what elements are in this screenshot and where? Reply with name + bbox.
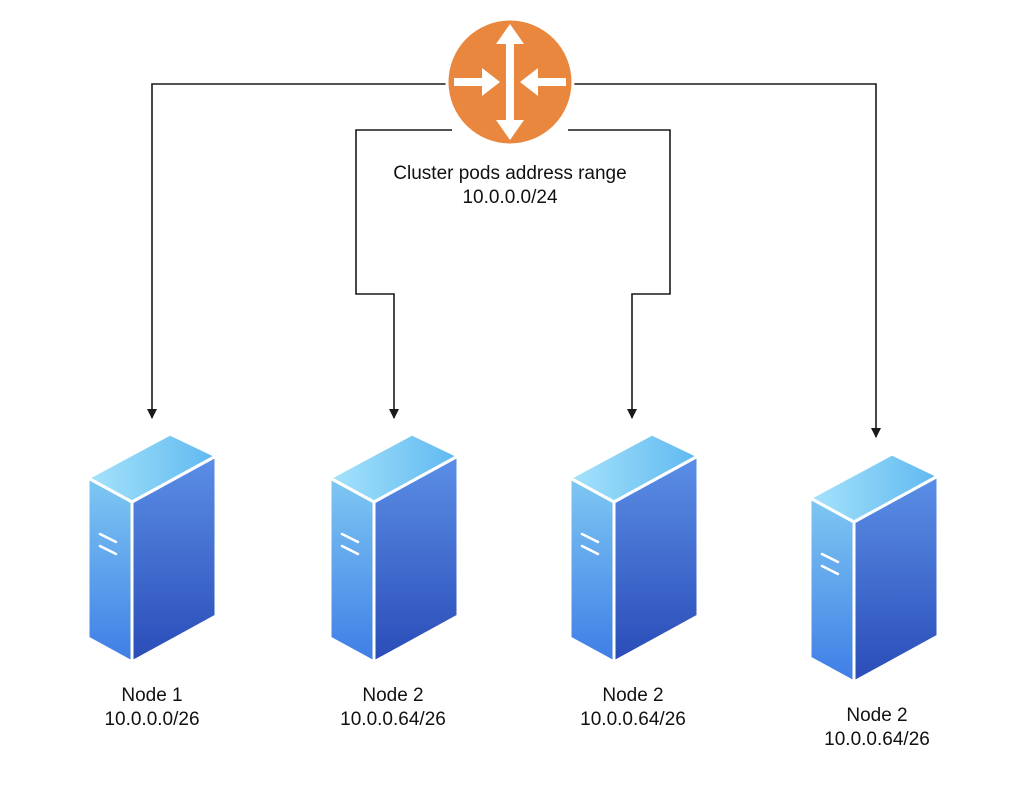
- server-icon: [86, 432, 218, 664]
- link-router-node-3: [568, 129, 671, 419]
- node-label: Node 1 10.0.0.0/26: [94, 684, 210, 732]
- node-cidr: 10.0.0.64/26: [824, 729, 930, 750]
- node-cidr: 10.0.0.64/26: [340, 709, 446, 730]
- server-icon: [328, 432, 460, 664]
- node-name: Node 2: [362, 685, 424, 706]
- node-name: Node 2: [846, 705, 908, 726]
- node-name: Node 2: [602, 685, 664, 706]
- link-router-node-4: [572, 83, 881, 438]
- link-router-node-1: [147, 83, 448, 419]
- server-icon: [568, 432, 700, 664]
- node-label: Node 2 10.0.0.64/26: [566, 684, 700, 732]
- node-cidr: 10.0.0.64/26: [580, 709, 686, 730]
- node-name: Node 1: [121, 685, 183, 706]
- cluster-range-title: Cluster pods address range: [393, 163, 627, 184]
- cluster-range-cidr: 10.0.0.0/24: [462, 187, 558, 208]
- node-label: Node 2 10.0.0.64/26: [808, 704, 946, 752]
- server-icon: [808, 452, 940, 684]
- node-cidr: 10.0.0.0/26: [104, 709, 200, 730]
- router-icon: [445, 17, 575, 147]
- node-label: Node 2 10.0.0.64/26: [326, 684, 460, 732]
- link-router-node-2: [355, 129, 452, 419]
- cluster-range-label: Cluster pods address range 10.0.0.0/24: [360, 162, 660, 210]
